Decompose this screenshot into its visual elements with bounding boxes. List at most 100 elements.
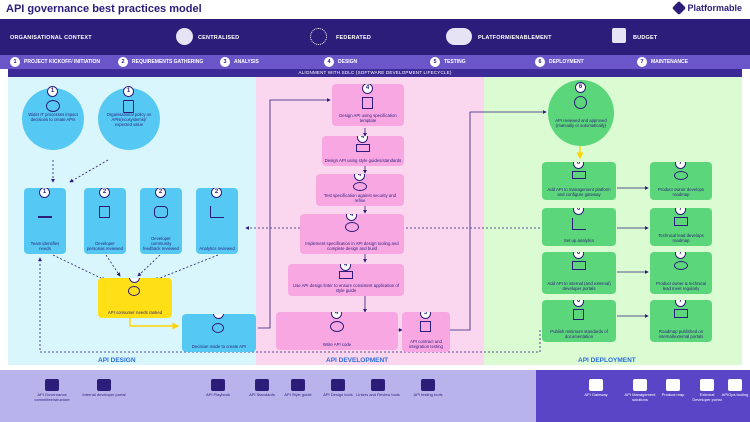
testing-tools-icon [421, 379, 435, 391]
context-label: ORGANISATIONAL CONTEXT [10, 35, 92, 41]
apiops-icon [728, 379, 742, 391]
persona-document-icon [99, 206, 110, 218]
node-organisational-policy: 1 Organisational policy on APIs(ecosyste… [98, 86, 160, 150]
footer-api-playbook: API Playbook [196, 379, 240, 398]
warning-icon [128, 286, 140, 296]
template-icon [362, 97, 373, 109]
analytics-chart-icon [210, 206, 224, 218]
platform-icon [572, 171, 586, 179]
node-technical-lead-roadmap: 7 Technical lead develops roadmap [650, 208, 712, 246]
overlap-icon [446, 28, 472, 45]
header-bar [0, 0, 750, 19]
linter-icon [371, 379, 385, 391]
node-api-contract-testing: 5 API contract and integration testing [402, 312, 450, 352]
management-icon [633, 379, 647, 391]
contract-icon [420, 321, 431, 332]
node-publish-documentation: 6 Publish minimum standards of documenta… [542, 300, 616, 342]
technical-lead-icon [674, 217, 688, 226]
footer-api-design-tools: API Design tools [316, 379, 360, 398]
node-product-owner-roadmap: 7 Product owner develops roadmap [650, 162, 712, 200]
code-braces-icon [345, 222, 359, 232]
playbook-icon [211, 379, 225, 391]
node-implement-specification: 4 Implement specification in API design … [300, 214, 404, 254]
feedback-chat-icon [154, 206, 168, 218]
footer-governance-committee: API Governance committee/structure [30, 379, 74, 402]
platformable-logo-icon [672, 0, 687, 16]
column-label-api-deployment: API DEPLOYMENT [578, 357, 636, 364]
hub-icon [176, 28, 193, 45]
policy-document-icon [123, 100, 134, 113]
external-portal-icon [700, 379, 714, 391]
documentation-icon [573, 309, 584, 320]
footer-apiops-tooling: APIOps tooling [720, 379, 750, 398]
design-tools-icon [331, 379, 345, 391]
node-add-api-management: 6 Add API to management platform and con… [542, 162, 616, 200]
node-api-design-linter: 4 Use API design linter to ensure consis… [288, 264, 404, 296]
context-budget: BUDGET [633, 35, 658, 41]
node-set-up-analytics: 6 Set up analytics [542, 208, 616, 246]
node-design-api-spec-template: 4 Design API using specification templat… [332, 84, 404, 126]
footer-api-standards: API Standards [240, 379, 284, 398]
footer-api-testing-tools: API testing tools [406, 379, 450, 398]
node-developer-community-feedback: 2 Developer community feedback reviewed [140, 188, 182, 254]
style-guide-icon [356, 144, 370, 152]
standards-icon [255, 379, 269, 391]
analytics-bars-icon [572, 218, 586, 230]
column-label-api-design: API DESIGN [98, 357, 136, 364]
approval-check-icon [574, 96, 587, 109]
product-map-icon [666, 379, 680, 391]
magnifier-icon [353, 182, 367, 191]
footer-api-gateway: API Gateway [574, 379, 618, 398]
footer-api-style-guide: API Style guide [276, 379, 320, 398]
gear-icon [212, 323, 224, 333]
page-title: API governance best practices model [6, 3, 202, 15]
calendar-icon [612, 28, 626, 43]
node-developer-personas: 2 Developer personas reviewed [84, 188, 126, 254]
gateway-icon [589, 379, 603, 391]
brand-name: Platformable [687, 3, 742, 13]
node-api-reviewed-approved: 6 API reviewed and approved (manually or… [548, 80, 614, 146]
node-meet-regularly: 7 Product owner & technical lead meet re… [650, 252, 712, 294]
node-team-identifies-needs: 1 Team identifies needs [24, 188, 66, 254]
context-platform: PLATFORM/ENABLEMENT [478, 35, 552, 41]
footer-internal-portal: Internal developer portal [82, 379, 126, 398]
brain-circuit-icon [46, 100, 60, 112]
footer-api-management: API Management solutions [618, 379, 662, 402]
linter-icon [339, 271, 353, 279]
column-label-api-development: API DEVELOPMENT [326, 357, 389, 364]
footer-external-portal: External Developer portal [690, 379, 724, 402]
portal-icon [97, 379, 111, 391]
node-add-api-portals: 6 Add API to internal (and external) dev… [542, 252, 616, 294]
phase-bar [0, 55, 750, 69]
footer-product-map: Product map [656, 379, 690, 398]
cog-icon [330, 321, 344, 332]
node-design-api-style-guides: 4 Design API using style guides/standard… [322, 136, 404, 166]
team-icon [38, 206, 52, 218]
meeting-icon [674, 261, 688, 270]
node-write-api-code: 4 Write API code [276, 312, 398, 350]
context-federated: FEDERATED [336, 35, 372, 41]
sdlc-alignment-banner: ALIGNMENT WITH SDLC (SOFTWARE DEVELOPMEN… [8, 69, 742, 77]
product-owner-icon [674, 171, 688, 180]
node-analytics-reviewed: 2 Analytics reviewed [196, 188, 238, 254]
context-centralised: CENTRALISED [198, 35, 240, 41]
roadmap-icon [674, 309, 688, 318]
deployment-tooling-footer [536, 370, 750, 422]
node-wider-it-processes: 1 Wider IT processes impact decisions to… [22, 86, 84, 150]
node-api-consumer-needs-ranked: 2 API consumer needs ranked [98, 278, 172, 318]
style-guide-icon [291, 379, 305, 391]
portal-screen-icon [572, 261, 586, 270]
footer-linters-review: Linters and Review tools [356, 379, 400, 398]
brand: Platformable [672, 0, 742, 16]
node-roadmap-published: 7 Roadmap published on internal/external… [650, 300, 712, 342]
network-icon [310, 28, 327, 45]
node-test-specification: 4 Test specification against security an… [316, 174, 404, 206]
node-decision-made: 3 Decision made to create API [182, 314, 256, 352]
committee-icon [45, 379, 59, 391]
